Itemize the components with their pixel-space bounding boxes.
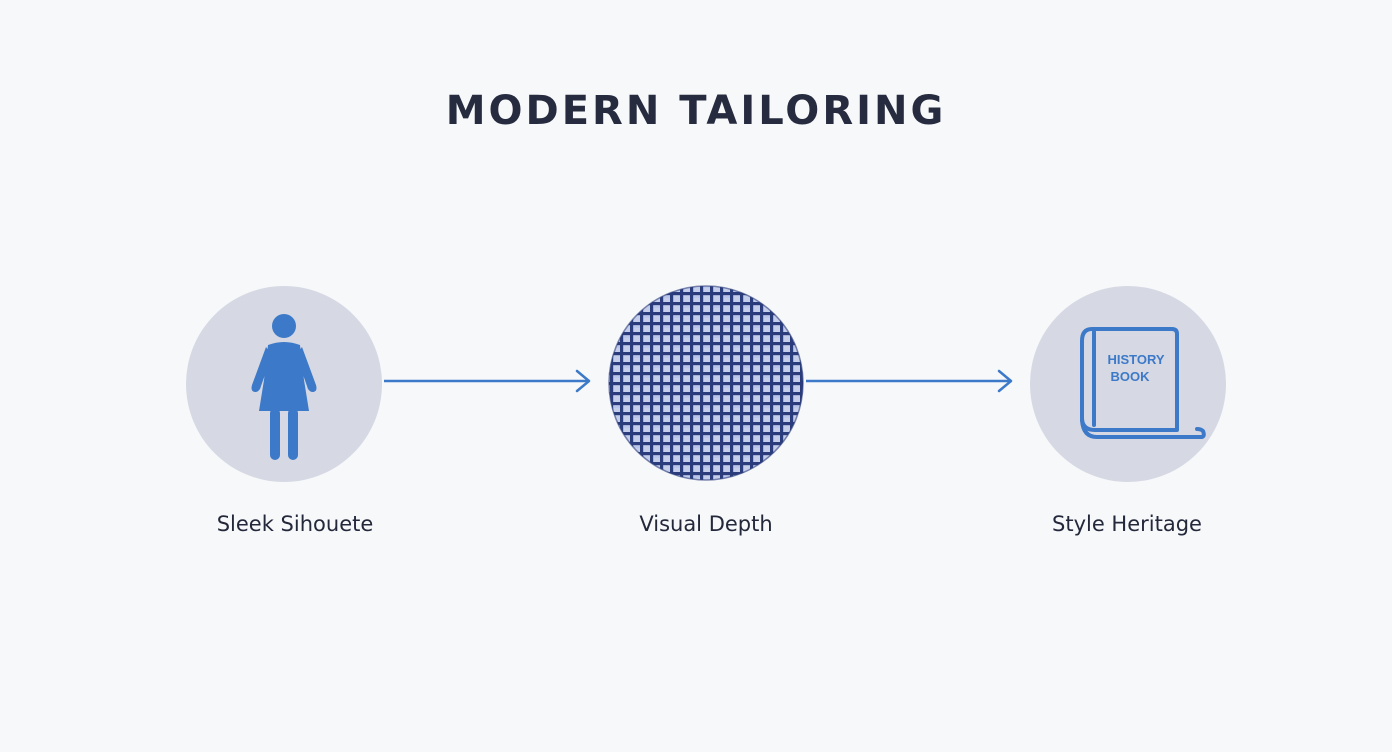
- history-book-icon: [1080, 327, 1206, 439]
- book-title-line-2: BOOK: [1111, 369, 1151, 384]
- arrow-1: [384, 369, 591, 393]
- person-silhouette-icon: [251, 314, 317, 460]
- node-style-heritage: HISTORY BOOK: [1030, 286, 1226, 482]
- woven-fabric-texture: [609, 286, 803, 480]
- label-style-heritage: Style Heritage: [1052, 512, 1202, 536]
- arrow-2: [806, 369, 1013, 393]
- label-sleek-silhouette: Sleek Sihouete: [216, 512, 374, 536]
- node-circle: [1030, 286, 1226, 482]
- book-title-line-1: HISTORY: [1107, 352, 1164, 367]
- node-sleek-silhouette: [186, 286, 382, 482]
- label-visual-depth: Visual Depth: [639, 512, 773, 536]
- page-title: MODERN TAILORING: [445, 88, 947, 134]
- node-visual-depth: [608, 285, 804, 481]
